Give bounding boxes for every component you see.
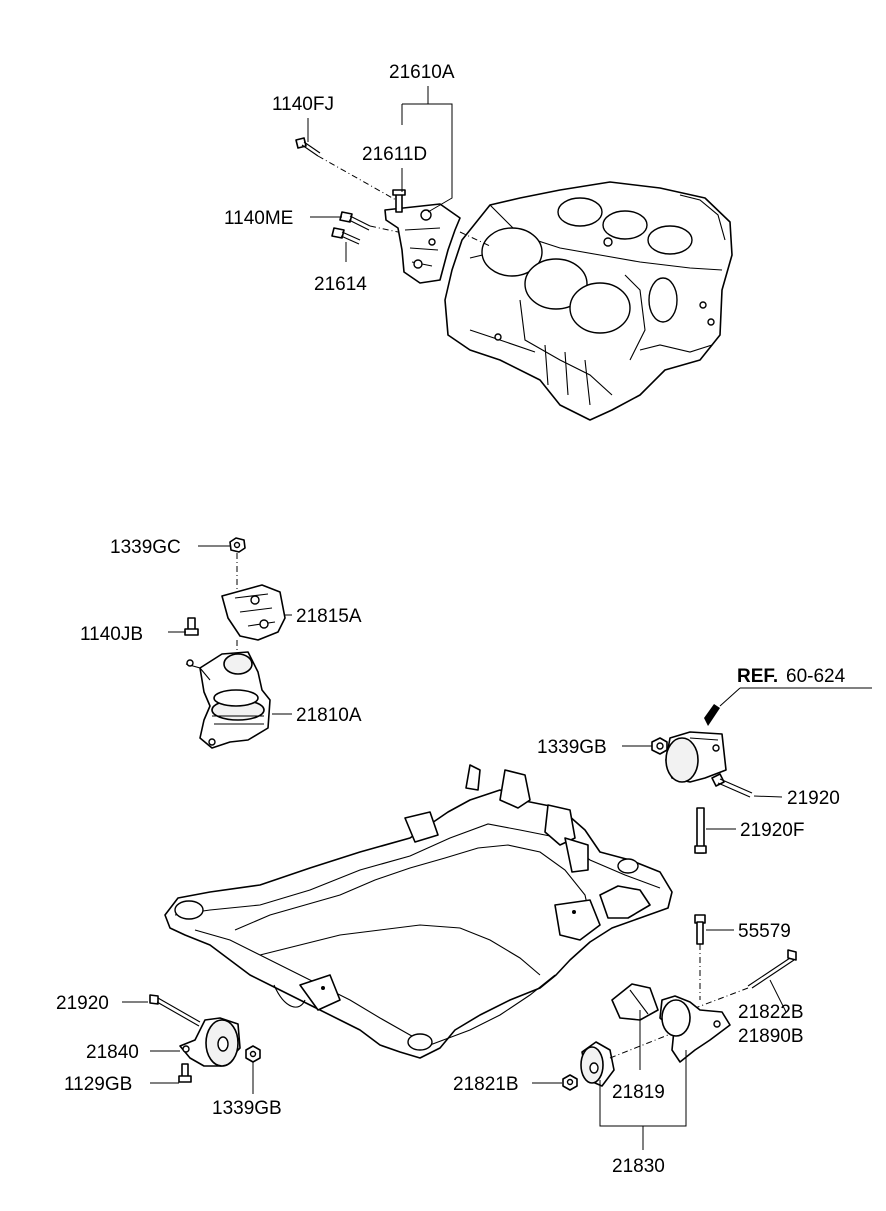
callout-1140ME: 1140ME <box>224 208 293 229</box>
callout-21920F: 21920F <box>740 820 804 841</box>
callout-1339GB-bottom: 1339GB <box>212 1098 282 1119</box>
bolt-icon <box>184 617 199 636</box>
bolt-icon <box>392 189 406 213</box>
callout-21815A: 21815A <box>296 606 362 627</box>
bolt-icon <box>747 949 797 989</box>
nut-icon <box>651 737 668 755</box>
nut-icon <box>562 1074 578 1091</box>
bolt-icon <box>331 227 361 245</box>
callout-1339GB-top: 1339GB <box>537 737 607 758</box>
bolt-icon <box>149 994 201 1027</box>
callout-21920-left: 21920 <box>56 993 109 1014</box>
engine-block-icon <box>444 181 733 421</box>
callout-1129GB: 1129GB <box>64 1074 132 1095</box>
callout-21830: 21830 <box>612 1156 665 1177</box>
callout-1140JB: 1140JB <box>80 624 143 645</box>
front-subframe-crossmember-icon <box>164 764 673 1059</box>
rubber-mount-icon <box>179 1017 241 1067</box>
callout-21810A: 21810A <box>296 705 362 726</box>
callout-21821B: 21821B <box>453 1074 519 1095</box>
callout-1140FJ: 1140FJ <box>272 94 334 115</box>
callout-21819: 21819 <box>612 1082 665 1103</box>
bolt-icon <box>295 137 321 157</box>
ref-prefix: REF. <box>737 666 778 687</box>
callout-21920-right: 21920 <box>787 788 840 809</box>
callout-21840: 21840 <box>86 1042 139 1063</box>
ref-number: 60-624 <box>786 666 846 687</box>
callout-21610A: 21610A <box>389 62 455 83</box>
callout-1339GC: 1339GC <box>110 537 181 558</box>
callout-55579: 55579 <box>738 921 791 942</box>
engine-mount-bracket-icon <box>659 995 731 1063</box>
callout-21890B: 21890B <box>738 1026 804 1047</box>
bushing-icon <box>611 983 659 1021</box>
engine-mount-bracket-icon <box>384 203 461 284</box>
callout-21822B: 21822B <box>738 1002 804 1023</box>
rubber-mount-icon <box>580 1041 615 1087</box>
leader-lines <box>122 86 787 1150</box>
callout-21614: 21614 <box>314 274 367 295</box>
callout-21611D: 21611D <box>362 144 427 165</box>
rubber-mount-icon <box>665 731 727 783</box>
rubber-mount-icon <box>185 651 271 749</box>
engine-mount-bracket-icon <box>221 584 286 641</box>
nut-icon <box>229 537 246 553</box>
bolt-icon <box>711 773 753 798</box>
bolt-icon <box>694 807 707 854</box>
bolt-icon <box>178 1063 192 1083</box>
bolt-icon <box>694 914 706 945</box>
bolt-icon <box>339 211 371 231</box>
nut-icon <box>245 1045 261 1063</box>
